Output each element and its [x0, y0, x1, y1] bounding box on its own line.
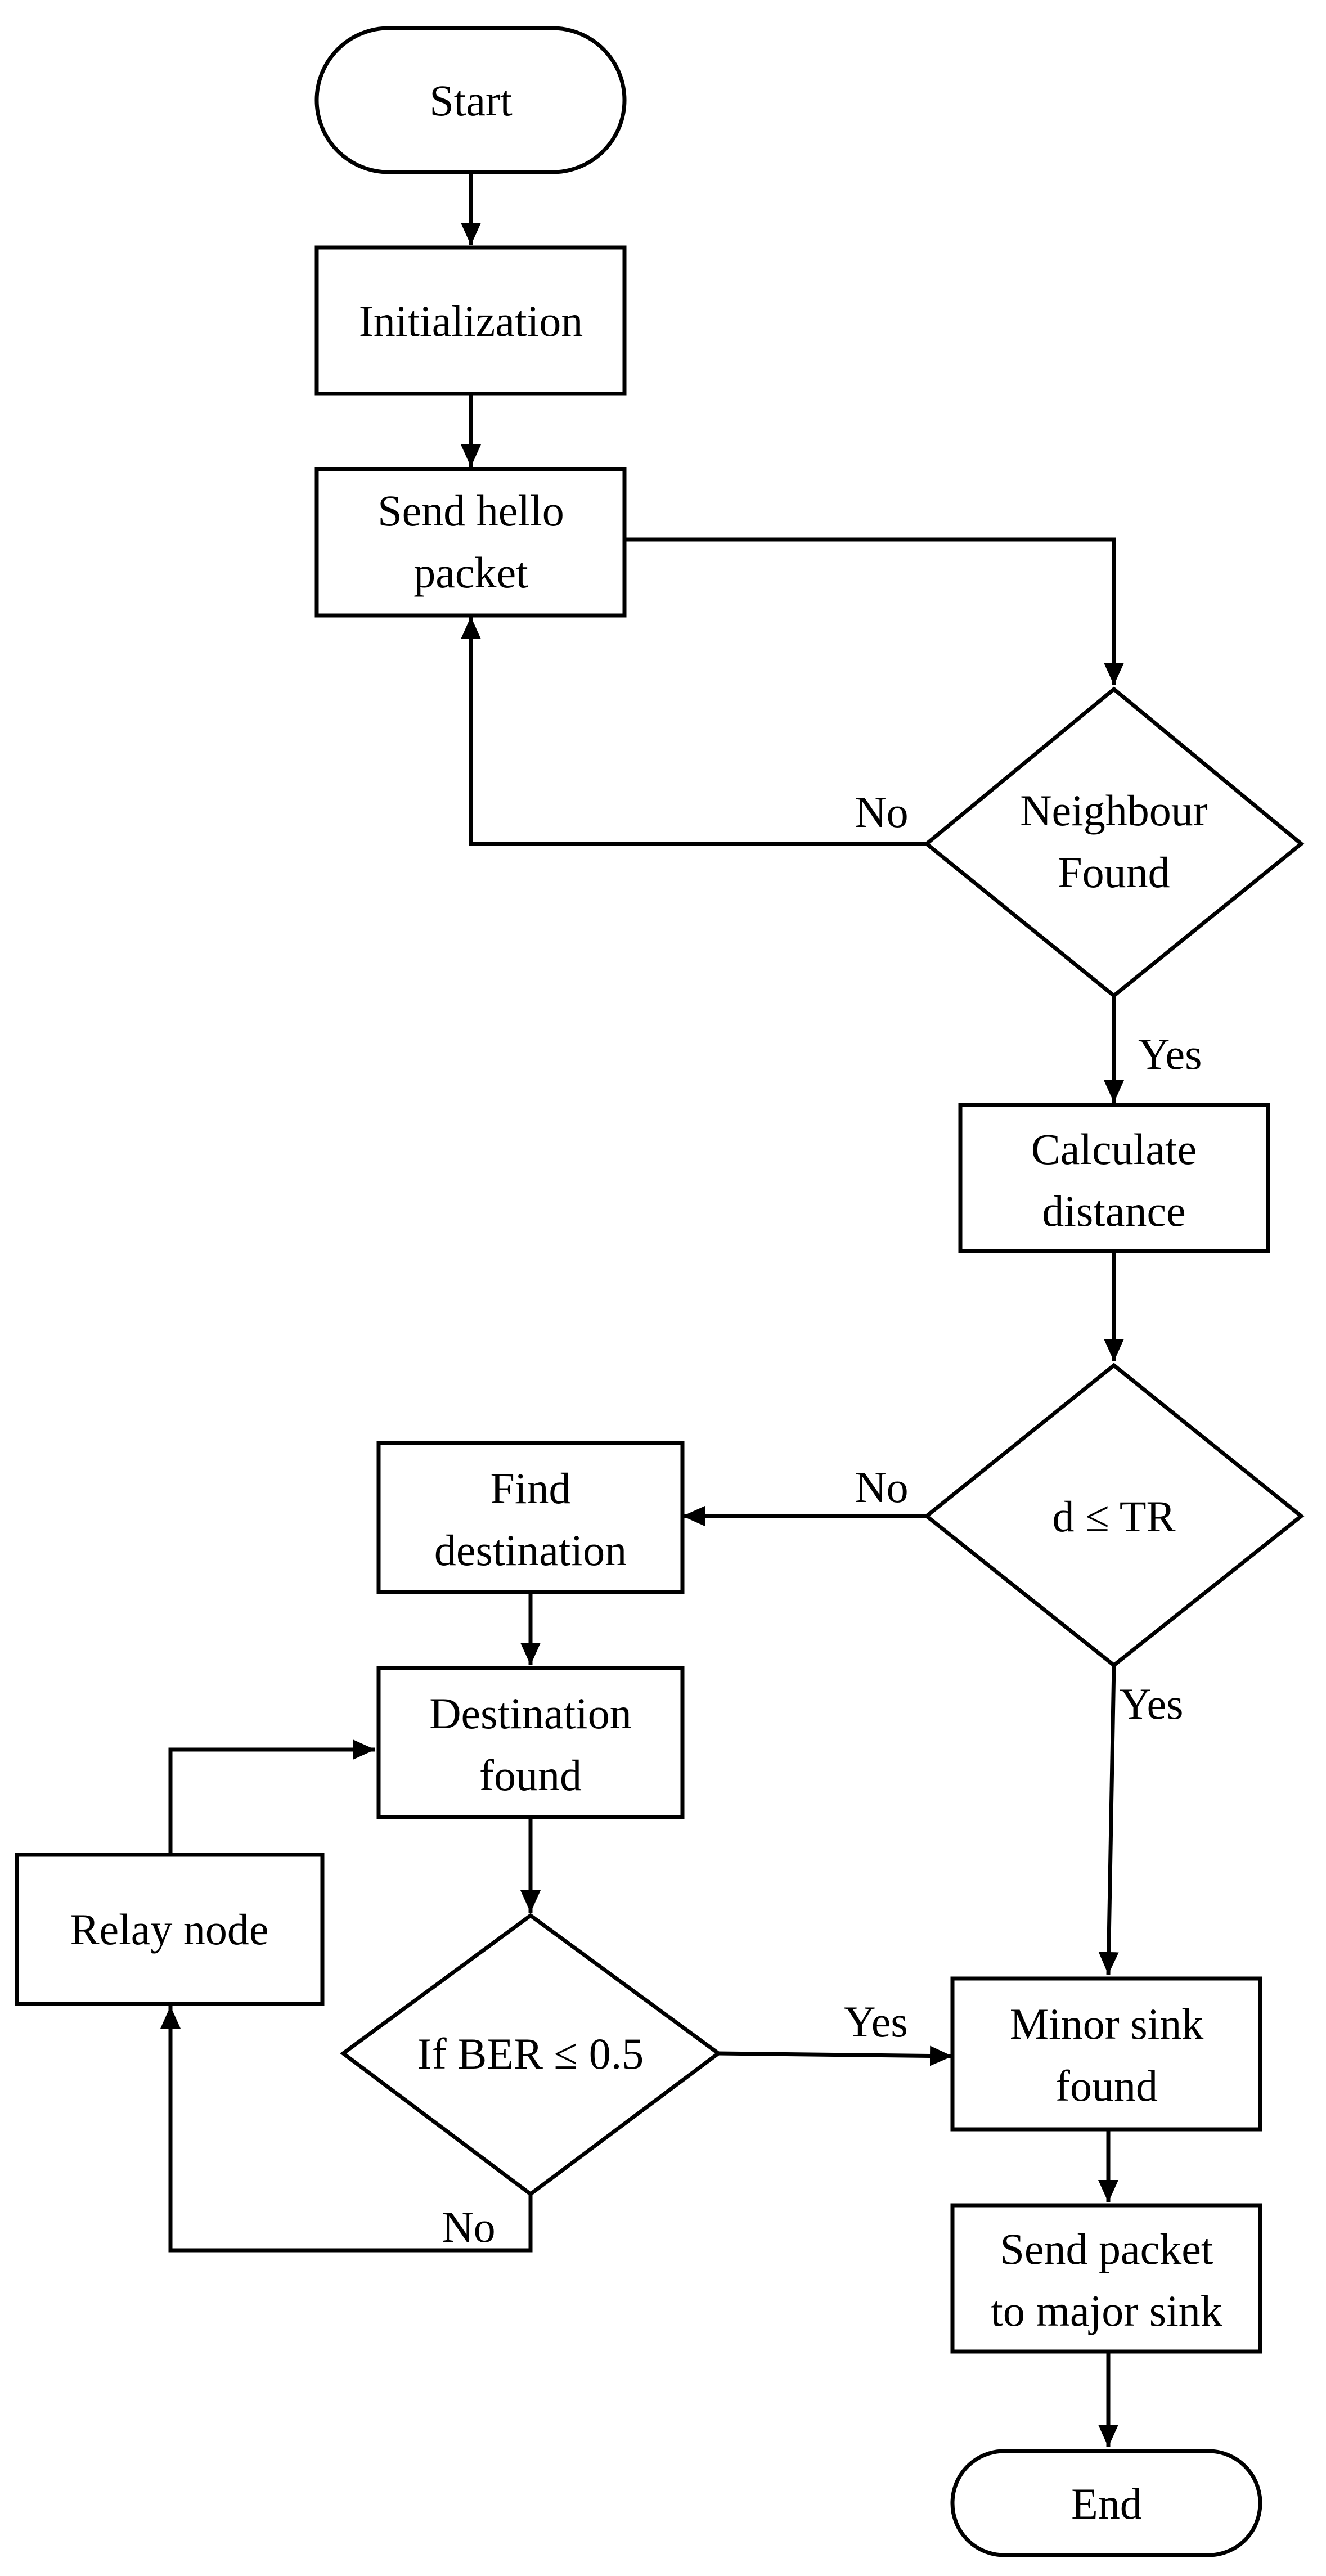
send-major-label-line1: Send packet — [1000, 2224, 1213, 2273]
relay-node-box — [15, 1853, 325, 2006]
distance-no-label: No — [855, 1463, 908, 1512]
neighbour-found-label-line2: Found — [1058, 848, 1170, 897]
calculate-distance-box — [958, 1103, 1270, 1253]
distance-threshold-label: d ≤ TR — [1052, 1492, 1175, 1541]
destination-found-label-line1: Destination — [429, 1689, 632, 1738]
find-destination-box — [376, 1441, 685, 1594]
end-terminal — [950, 2449, 1262, 2557]
ber-yes-label: Yes — [844, 1997, 908, 2046]
destination-found-box — [376, 1666, 685, 1819]
end-label: End — [1071, 2479, 1142, 2528]
arrow-relay-to-destination-found — [168, 1739, 375, 1855]
send-hello-label-line2: packet — [413, 548, 528, 597]
send-hello-label-line1: Send hello — [377, 486, 564, 535]
find-destination-label-line1: Find — [490, 1464, 570, 1513]
minor-sink-label-line1: Minor sink — [1010, 1999, 1204, 2048]
arrow-ber-no-to-relay — [160, 2006, 533, 2253]
arrow-send-hello-to-neighbour-found — [623, 537, 1124, 685]
arrow-ber-yes-to-minor-sink — [718, 2045, 953, 2066]
minor-sink-found-box — [950, 1976, 1262, 2132]
initialization-box — [314, 245, 627, 396]
calculate-distance-label-line2: distance — [1042, 1186, 1186, 1235]
minor-sink-label-line2: found — [1055, 2061, 1158, 2110]
neighbour-no-label: No — [855, 788, 908, 837]
relay-node-label: Relay node — [70, 1905, 268, 1954]
start-terminal — [314, 26, 627, 174]
destination-found-label-line2: found — [479, 1751, 582, 1800]
neighbour-found-label-line1: Neighbour — [1020, 786, 1208, 835]
neighbour-yes-label: Yes — [1138, 1029, 1202, 1078]
distance-threshold-decision — [923, 1363, 1305, 1668]
ber-no-label: No — [442, 2202, 495, 2251]
start-label: Start — [429, 76, 513, 125]
ber-threshold-decision — [340, 1913, 722, 2197]
find-destination-label-line2: destination — [434, 1526, 627, 1575]
arrow-dtr-yes-to-minor-sink — [1098, 1665, 1119, 1975]
distance-yes-label: Yes — [1120, 1679, 1184, 1728]
arrow-neighbour-no-to-send-hello — [461, 617, 927, 846]
send-packet-major-sink-box — [950, 2203, 1262, 2354]
initialization-label: Initialization — [359, 296, 583, 345]
send-hello-packet-box — [314, 467, 627, 618]
ber-threshold-label: If BER ≤ 0.5 — [417, 2029, 644, 2078]
send-major-label-line2: to major sink — [991, 2286, 1222, 2335]
calculate-distance-label-line1: Calculate — [1031, 1125, 1197, 1174]
neighbour-found-decision — [923, 686, 1305, 999]
